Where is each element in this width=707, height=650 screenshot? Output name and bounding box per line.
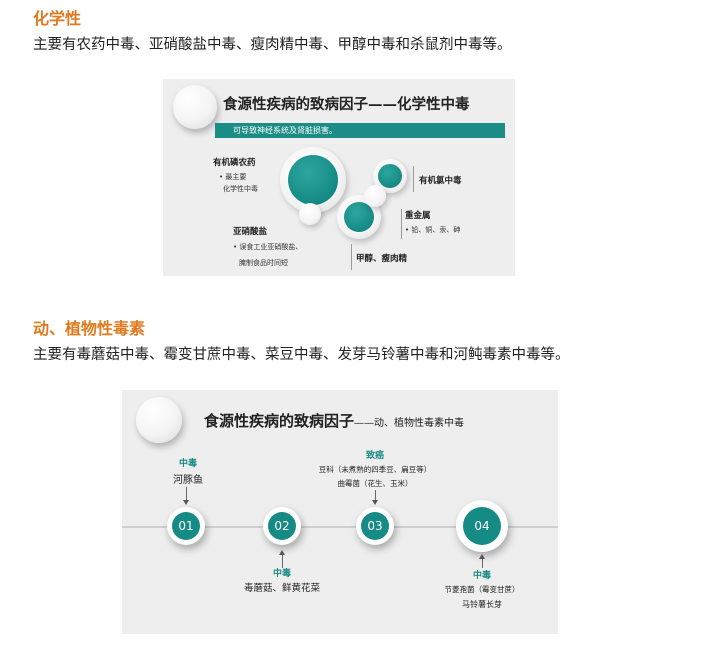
slide-title: 食源性疾病的致病因子——化学性中毒: [223, 96, 470, 113]
slide-title-2: 食源性疾病的致病因子——动、植物性毒素中毒: [204, 410, 464, 431]
node-04-text-2: 马铃薯长芽: [462, 600, 502, 609]
heavy-metal-note: • 铅、铜、汞、砷: [405, 226, 461, 234]
organophosphate-note-2: 化学性中毒: [223, 185, 258, 193]
node-03-label: 03: [361, 512, 389, 540]
node-03-text-1: 豆科（未煮熟的四季豆、扁豆等）: [318, 465, 432, 474]
divider-heavy-metal: [401, 209, 402, 239]
node-01-label: 01: [172, 512, 200, 540]
label-organochlorine: 有机氯中毒: [419, 176, 462, 186]
slide-banner: 可导致神经系统及肾脏损害。: [215, 123, 505, 138]
divider-methanol: [351, 244, 352, 270]
node-02-head: 中毒: [272, 569, 291, 579]
label-methanol: 甲醇、瘦肉精: [356, 254, 408, 264]
divider-organochlorine: [413, 166, 414, 192]
node-02-arrow: [279, 550, 285, 568]
circle-tiny: [364, 185, 386, 207]
organophosphate-note-1: • 最主要: [219, 173, 247, 181]
nitrite-note-1: • 误食工业亚硝酸盐、: [233, 243, 303, 251]
node-03-text-2: 曲霉菌（花生、玉米）: [337, 479, 413, 488]
node-01-arrow: [183, 487, 189, 505]
node-01-head: 中毒: [178, 459, 197, 469]
section-text-chemical: 主要有农药中毒、亚硝酸盐中毒、瘦肉精中毒、甲醇中毒和杀鼠剂中毒等。: [33, 37, 512, 53]
chemical-poisoning-slide: 食源性疾病的致病因子——化学性中毒 可导致神经系统及肾脏损害。 有机磷农药 • …: [163, 79, 515, 276]
toxin-timeline-slide: 食源性疾病的致病因子——动、植物性毒素中毒 01 02 03 04 中毒 河豚鱼…: [122, 390, 558, 634]
label-heavy-metal: 重金属: [405, 211, 431, 221]
nitrite-note-2: 腌制食品时间短: [239, 259, 288, 267]
section-text-toxins: 主要有毒蘑菇中毒、霉变甘蔗中毒、菜豆中毒、发芽马铃薯中毒和河鲀毒素中毒等。: [33, 347, 570, 363]
slide-title-main: 食源性疾病的致病因子: [204, 412, 355, 430]
node-04-text-1: 节菱孢菌（霉变甘蔗）: [444, 585, 520, 594]
circle-large-teal: [288, 155, 338, 205]
circle-small-teal: [378, 164, 402, 188]
section-heading-toxins: 动、植物性毒素: [33, 319, 146, 338]
slide-title-suffix: ——动、植物性毒素中毒: [354, 418, 465, 429]
node-01-text: 河豚鱼: [173, 475, 203, 486]
decor-ball-2: [136, 397, 182, 443]
node-02-text: 毒蘑菇、鲜黄花菜: [243, 583, 320, 594]
node-04-head: 中毒: [472, 571, 491, 581]
label-nitrite: 亚硝酸盐: [233, 227, 268, 237]
label-organophosphate: 有机磷农药: [213, 158, 256, 168]
node-03-arrow: [372, 490, 378, 505]
circle-medium-teal: [344, 202, 374, 232]
node-04-arrow: [479, 554, 485, 568]
node-04-label: 04: [463, 507, 501, 545]
node-02-label: 02: [268, 512, 296, 540]
circle-tiny-2: [299, 203, 321, 225]
decor-ball: [173, 85, 217, 129]
timeline-line: [122, 526, 558, 528]
section-heading-chemical: 化学性: [33, 9, 82, 28]
node-03-head: 致癌: [365, 451, 384, 461]
